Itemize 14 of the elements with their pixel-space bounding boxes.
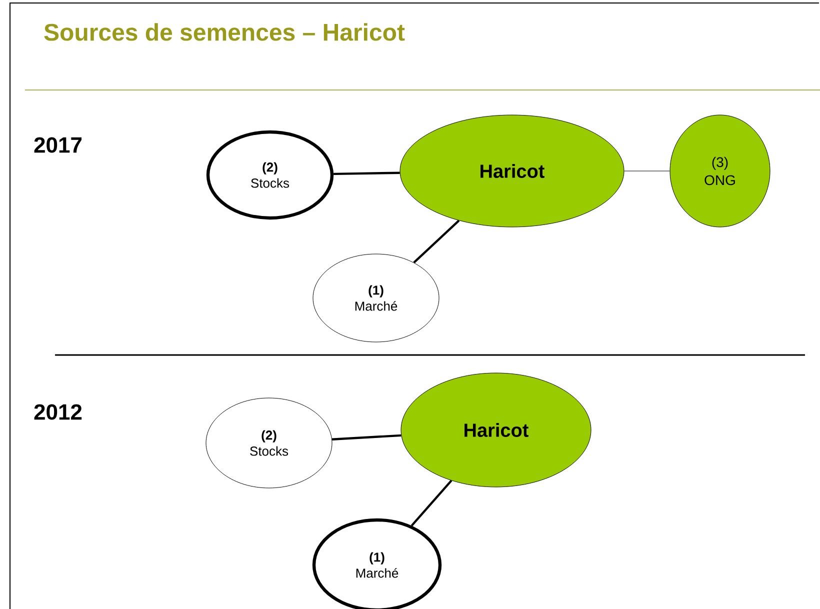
- connector-line: [624, 170, 670, 172]
- year-label: 2012: [34, 404, 82, 420]
- connector-line: [410, 480, 452, 526]
- connector-line: [332, 434, 402, 440]
- title: Sources de semences – Haricot: [44, 23, 405, 41]
- ellipse-node: (3) ONG: [670, 114, 770, 228]
- ellipse-node: (2) Stocks: [206, 398, 332, 488]
- ellipse-node: Haricot: [400, 114, 624, 228]
- connector-line: [334, 172, 400, 176]
- connector-line: [413, 220, 460, 264]
- year-label: 2017: [34, 137, 82, 153]
- ellipse-node: (2) Stocks: [206, 130, 334, 220]
- ellipse-node: (1) Marché: [312, 254, 440, 342]
- ellipse-node: Haricot: [400, 372, 592, 488]
